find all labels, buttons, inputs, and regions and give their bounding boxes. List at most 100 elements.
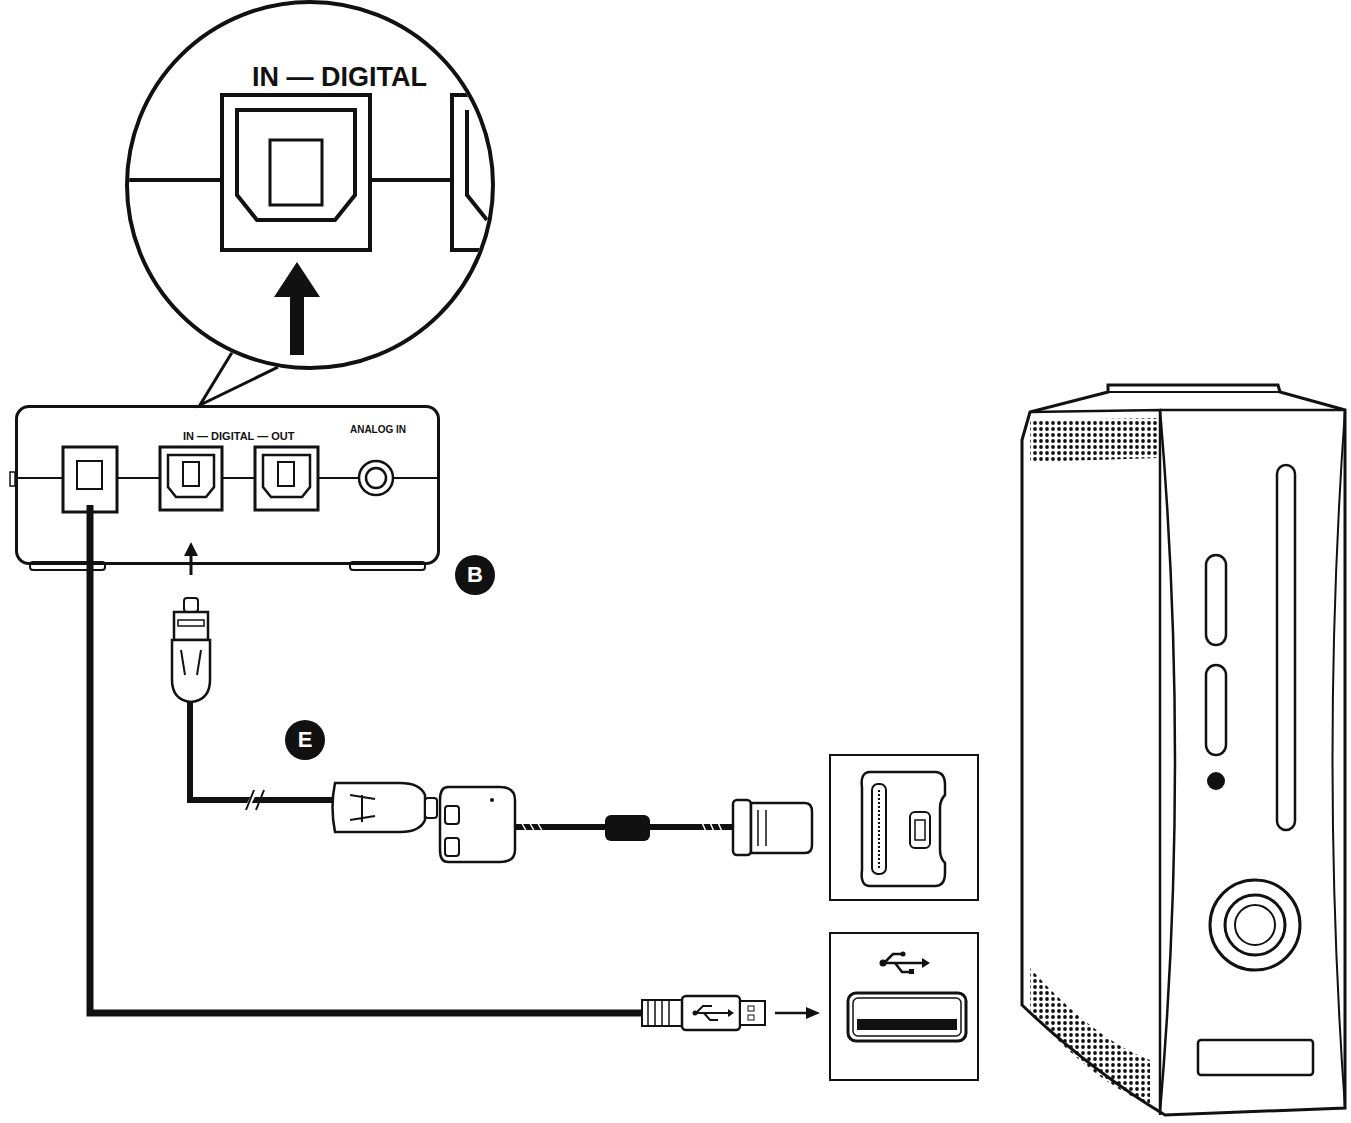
game-console <box>1022 385 1345 1115</box>
usb-cable-part <box>806 1007 820 1019</box>
decoder-box: IN — DIGITAL — OUT ANALOG IN <box>15 405 440 565</box>
usb-port-inset-part <box>922 958 930 968</box>
optical-cable-part <box>758 810 766 846</box>
optical-cable-part <box>350 795 375 822</box>
usb-cable-part <box>748 1006 754 1011</box>
zoom-circle: IN — DIGITAL <box>125 0 495 370</box>
game-console-part <box>1277 465 1295 830</box>
port-label: IN — DIGITAL <box>252 62 427 93</box>
usb-port-inset-part <box>884 954 924 972</box>
zoom-detail-part <box>237 110 355 220</box>
game-console-part <box>1207 772 1225 790</box>
game-console-part <box>1198 1040 1313 1075</box>
av-port-inset-part <box>910 812 930 848</box>
callout-wedge <box>200 353 278 405</box>
av-port-inset <box>830 755 978 900</box>
optical-cable-part <box>190 690 335 800</box>
zoom-detail <box>120 95 532 355</box>
optical-cable-part <box>181 650 201 675</box>
optical-cable-part <box>751 803 812 853</box>
decoder-box-detail-part <box>63 447 117 512</box>
game-console-part <box>1333 410 1346 1108</box>
optical-cable-part <box>172 640 210 702</box>
zoom-detail-part <box>370 178 455 182</box>
decoder-box-detail-part <box>359 461 393 495</box>
game-console-part <box>1235 905 1275 945</box>
port-label: IN — DIGITAL — OUT <box>183 430 294 443</box>
optical-cable-part <box>246 790 254 810</box>
decoder-box-detail-part <box>318 477 359 479</box>
game-console-part <box>1030 968 1150 1105</box>
usb-cable-part <box>648 1000 669 1026</box>
usb-cable-part <box>740 1001 765 1025</box>
zoom-detail-part <box>290 292 304 355</box>
optical-cable <box>172 598 812 862</box>
game-console-part <box>1030 418 1158 462</box>
av-port-inset-part <box>862 772 945 886</box>
decoder-box-detail-part <box>222 477 255 479</box>
zoom-detail-part <box>467 110 487 220</box>
usb-cable-part <box>682 996 740 1030</box>
usb-cable-part <box>90 505 642 1013</box>
usb-port-inset-part <box>901 952 906 957</box>
optical-cable-part <box>520 820 544 834</box>
optical-cable-part <box>256 790 264 810</box>
optical-cable-part <box>440 787 515 862</box>
usb-port-inset-part <box>880 960 887 967</box>
zoom-detail-part <box>222 95 370 250</box>
game-console-part <box>1206 665 1226 755</box>
optical-cable-part <box>445 838 459 856</box>
decoder-box-detail-part <box>117 477 160 479</box>
optical-cable-part <box>733 800 751 855</box>
decoder-box-detail-part <box>184 542 198 556</box>
decoder-box-detail-part <box>366 468 386 488</box>
decoder-box-detail-part <box>15 477 63 479</box>
optical-cable-part <box>184 598 198 612</box>
decoder-box-detail-part <box>255 447 318 510</box>
usb-port-inset-part <box>857 1019 957 1030</box>
optical-cable-part <box>425 798 437 818</box>
usb-cable-part <box>693 1011 698 1016</box>
av-port-inset-part <box>878 790 880 868</box>
usb-cable-part <box>775 1012 808 1015</box>
usb-cable-part <box>728 1009 734 1017</box>
usb-cable <box>90 505 820 1030</box>
usb-port-inset-part <box>830 933 978 1080</box>
decoder-box-detail-part <box>77 461 102 489</box>
game-console-part <box>1108 391 1280 393</box>
optical-cable-part <box>333 783 426 832</box>
usb-port-inset <box>830 933 978 1080</box>
zoom-detail-part <box>274 262 320 297</box>
optical-cable-part <box>445 806 459 824</box>
optical-cable-part <box>174 612 208 640</box>
optical-cable-part <box>178 620 204 626</box>
callout-letter: B <box>455 555 495 595</box>
decoder-box-detail-part <box>183 462 199 486</box>
decoder-box-detail-part <box>168 455 214 497</box>
av-port-inset-part <box>915 820 925 840</box>
game-console-part <box>1160 410 1175 1112</box>
usb-cable-part <box>642 1000 682 1026</box>
zoom-detail-part <box>270 140 322 205</box>
optical-cable-part <box>700 818 724 836</box>
usb-port-inset-part <box>848 993 966 1041</box>
usb-port-inset-part <box>909 969 914 974</box>
av-port-inset-part <box>830 755 978 900</box>
game-console-part <box>1210 880 1300 970</box>
callout-letter: E <box>285 720 325 760</box>
optical-cable-part <box>605 815 650 841</box>
game-console-part <box>1225 895 1285 955</box>
optical-cable-part <box>490 798 494 802</box>
game-console-part <box>1030 410 1160 1115</box>
game-console-part <box>1160 409 1345 412</box>
usb-port-inset-part <box>853 998 961 1036</box>
decoder-box-detail-part <box>393 477 440 479</box>
decoder-box-detail <box>10 447 440 575</box>
zoom-detail-part <box>120 178 222 182</box>
usb-cable-part <box>748 1015 754 1020</box>
decoder-box-detail-part <box>263 455 310 497</box>
port-label: ANALOG IN <box>342 424 414 436</box>
